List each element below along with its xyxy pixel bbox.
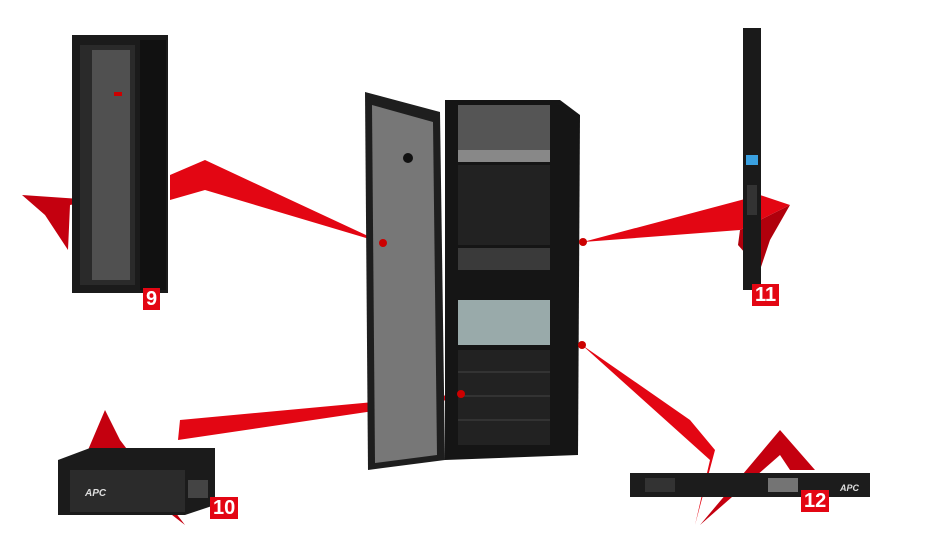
- pdu-image: [743, 28, 761, 290]
- ribbon-12-tail: [700, 430, 815, 525]
- ups-logo: APC: [84, 488, 107, 499]
- enclosure-image: [72, 35, 168, 293]
- ribbon-12: [582, 345, 715, 525]
- callout-12: 12: [801, 490, 830, 512]
- rack-image: [365, 92, 587, 470]
- callout-10: 10: [210, 497, 239, 519]
- monitor-logo: APC: [839, 483, 860, 493]
- callout-9: 9: [143, 288, 161, 310]
- ups-image: APC: [58, 448, 215, 515]
- ribbon-9: [170, 160, 383, 243]
- ribbon-11: [583, 195, 790, 242]
- callout-11: 11: [752, 284, 780, 306]
- ribbon-9-tail: [22, 195, 95, 250]
- monitor-image: APC: [630, 473, 870, 497]
